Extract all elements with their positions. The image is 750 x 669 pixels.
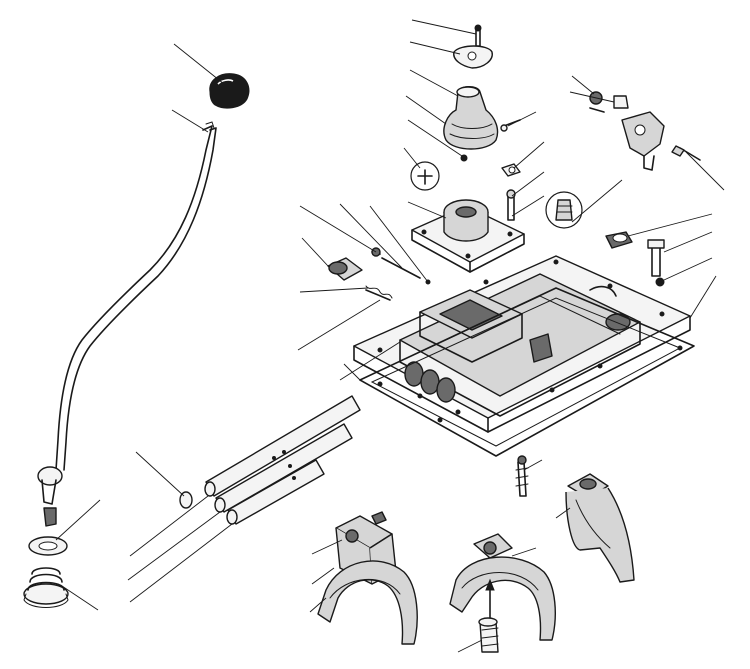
leader-cover-right-1 bbox=[689, 275, 717, 319]
leader-boot-2 bbox=[405, 95, 447, 125]
leader-lock-bolt bbox=[457, 639, 483, 653]
leader-fork-2 bbox=[311, 567, 335, 585]
leader-lever bbox=[171, 109, 209, 133]
leader-reverse-1 bbox=[571, 75, 595, 95]
leader-housing-cover-2 bbox=[407, 201, 447, 219]
shift-rods bbox=[204, 395, 361, 525]
leader-lines bbox=[55, 19, 725, 653]
leader-interlock-pin bbox=[135, 451, 185, 497]
leader-clamp bbox=[409, 41, 461, 55]
leader-top-bolt bbox=[411, 19, 477, 35]
shift-fork-third-fourth bbox=[449, 533, 556, 641]
leader-fork-3 bbox=[309, 597, 327, 613]
lever-spring bbox=[23, 567, 69, 608]
leader-washer-right bbox=[663, 257, 713, 281]
ball-cap bbox=[460, 154, 468, 162]
leader-breather bbox=[571, 179, 623, 223]
leader-fork-1 bbox=[311, 539, 343, 555]
leader-fork-reverse bbox=[555, 507, 571, 519]
detent-spring bbox=[515, 455, 529, 497]
leader-spring bbox=[61, 585, 99, 611]
leader-rod-2 bbox=[127, 511, 221, 581]
shift-housing-cover bbox=[353, 255, 691, 433]
gear-lever bbox=[37, 121, 217, 527]
fork-lock-bolt bbox=[478, 578, 499, 653]
interlock-pin bbox=[179, 491, 193, 509]
rubber-boot bbox=[443, 86, 499, 150]
leader-reverse-3 bbox=[685, 151, 725, 191]
top-bolt-and-clamp bbox=[453, 24, 493, 69]
leader-detent-3 bbox=[369, 205, 429, 283]
leader-boot-1 bbox=[409, 69, 459, 97]
lever-spring-washer bbox=[28, 536, 68, 556]
leader-detent-2 bbox=[339, 203, 403, 269]
shift-fork-first-second bbox=[317, 511, 418, 645]
leader-nut bbox=[513, 141, 545, 169]
leader-cover-left bbox=[339, 341, 401, 381]
plug-and-bolt bbox=[605, 231, 665, 287]
nut-and-stud bbox=[501, 163, 521, 221]
leader-detent-spring bbox=[523, 459, 543, 471]
leader-fork-34 bbox=[511, 547, 537, 557]
gear-lever-knob bbox=[209, 73, 250, 109]
lever-housing-cover bbox=[410, 161, 525, 273]
leader-stud bbox=[511, 171, 545, 197]
breather-fitting bbox=[545, 191, 583, 229]
leader-stud-2 bbox=[511, 195, 545, 217]
leader-washer bbox=[55, 499, 101, 541]
leader-gasket bbox=[343, 363, 361, 381]
leader-plug-right bbox=[627, 213, 713, 237]
detent-plug-and-spring bbox=[327, 247, 431, 301]
leader-rod-3 bbox=[129, 523, 233, 603]
leader-plug-left bbox=[301, 237, 329, 267]
shift-fork-reverse bbox=[565, 473, 635, 583]
leader-ball-cap bbox=[407, 119, 463, 157]
leader-small-bolt bbox=[507, 111, 537, 127]
leader-pin-left bbox=[297, 299, 381, 351]
leader-spring-left bbox=[299, 287, 369, 293]
leader-rod-1 bbox=[129, 495, 209, 557]
cover-gasket bbox=[359, 287, 695, 457]
leader-reverse-2 bbox=[569, 91, 615, 103]
reverse-stop-assembly bbox=[589, 91, 701, 171]
leader-detent-1 bbox=[299, 205, 377, 253]
leader-housing-cover-1 bbox=[403, 147, 421, 169]
leader-bolt-right bbox=[663, 231, 713, 253]
leader-knob bbox=[173, 43, 225, 85]
